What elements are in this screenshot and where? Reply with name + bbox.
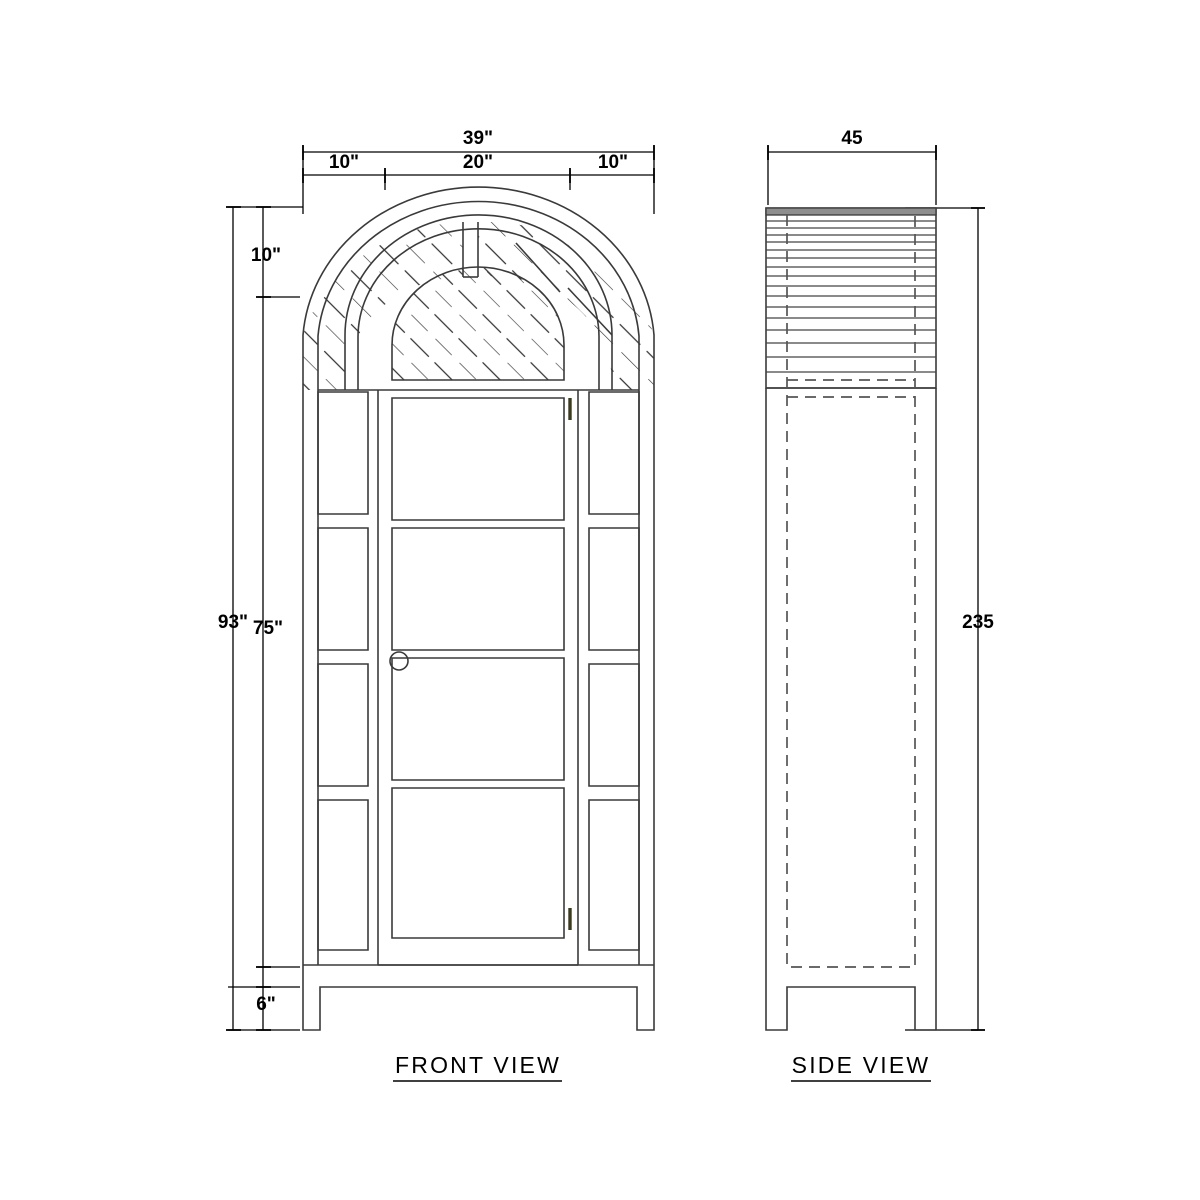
side-cabinet-body [766,208,936,1030]
door-arch-lite [392,267,564,380]
shoulder-muntin-1 [516,243,560,292]
front-horizontal-dimensions: 39" 10" 20" 10" [302,128,655,214]
dim-side-depth: 45 [841,128,863,149]
front-door[interactable] [378,255,578,965]
door-pane-2 [392,528,564,650]
door-pane-1 [392,398,564,520]
dim-left-panel-width: 10" [329,152,359,173]
left-panel-pane-3 [318,664,368,786]
front-cabinet-body [295,187,670,1030]
dim-right-panel-width: 10" [598,152,628,173]
side-view-label: SIDE VIEW [792,1052,931,1078]
dim-arch-height: 10" [251,245,281,266]
apron-and-legs [303,965,654,1030]
door-opening-arch [345,215,612,390]
dim-leg-height: 6" [256,994,276,1015]
right-panel-pane-2 [589,528,639,650]
side-depth-dimension: 45 [767,128,937,205]
right-panel-pane-3 [589,664,639,786]
dim-door-width: 20" [463,152,493,173]
front-view-group: 39" 10" 20" 10" [218,128,670,1082]
left-panel-pane-2 [318,528,368,650]
front-left-side-panel [318,392,368,950]
side-height-dimension: 235 [905,207,994,1031]
side-top-cap [765,207,937,216]
cabinet-outer-arch [303,187,654,965]
left-panel-pane-4 [318,800,368,950]
side-view-group: 45 235 [766,128,994,1082]
dim-overall-height: 93" [218,612,248,633]
door-pane-4 [392,788,564,938]
side-slat-lines [766,220,936,373]
door-knob-icon[interactable] [390,652,408,670]
side-view-caption: SIDE VIEW [791,1052,931,1082]
door-pane-3 [392,658,564,780]
side-outer-profile [766,388,936,1030]
left-panel-pane-1 [318,392,368,514]
dim-body-height: 75" [253,618,283,639]
cabinet-arch-inner-edge [318,201,639,965]
front-view-caption: FRONT VIEW [393,1052,562,1082]
shoulder-muntin-2 [568,288,612,335]
front-right-side-panel [589,392,639,950]
front-vertical-dimensions: 93" 10" 75" 6" [218,206,303,1031]
right-panel-pane-4 [589,800,639,950]
dim-side-height: 235 [962,612,994,633]
side-hidden-interior-outline [786,215,916,968]
right-panel-pane-1 [589,392,639,514]
front-view-label: FRONT VIEW [395,1052,561,1078]
front-base-legs [303,965,654,1030]
dim-overall-width: 39" [463,128,493,149]
